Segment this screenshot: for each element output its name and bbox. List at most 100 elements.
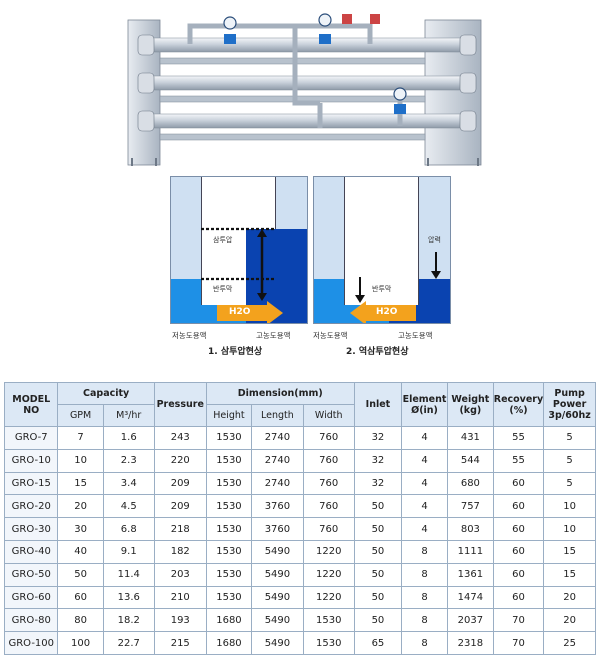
- cell-inlet: 50: [353, 494, 403, 519]
- cell-model: GRO-15: [3, 471, 59, 496]
- cell-width: 1220: [302, 539, 355, 564]
- cell-model: GRO-7: [3, 426, 59, 450]
- low-concentration-caption: 저농도용액: [172, 331, 207, 340]
- header-recovery: Recovery (%): [492, 382, 545, 427]
- header-element: Element Ø(in): [401, 382, 448, 427]
- pressure-label: 압력: [428, 236, 441, 244]
- high-concentration-solution: [419, 279, 450, 323]
- cell-recovery: 55: [492, 448, 545, 473]
- cell-m3hr: 11.4: [102, 562, 155, 587]
- cell-pump-power: 20: [543, 585, 596, 610]
- cell-model: GRO-10: [3, 448, 59, 473]
- cell-m3hr: 3.4: [102, 471, 155, 496]
- cell-element: 4: [401, 494, 448, 519]
- cell-pressure: 215: [153, 631, 207, 655]
- cell-element: 4: [401, 448, 448, 473]
- cell-pump-power: 5: [543, 471, 596, 496]
- cell-element: 4: [401, 517, 448, 541]
- osmosis-title: 1. 삼투압현상: [208, 347, 263, 357]
- cell-pressure: 218: [153, 517, 207, 541]
- cell-pressure: 203: [153, 562, 207, 587]
- osmotic-pressure-marker: [201, 227, 276, 301]
- header-capacity: Capacity: [57, 382, 155, 405]
- cell-pump-power: 10: [543, 494, 596, 519]
- cell-pump-power: 25: [543, 631, 596, 655]
- cell-gpm: 15: [57, 471, 104, 496]
- cell-gpm: 10: [57, 448, 104, 473]
- cell-element: 8: [401, 608, 448, 633]
- cell-m3hr: 18.2: [102, 608, 155, 633]
- header-pump-power: Pump Power 3p/60hz: [543, 382, 596, 427]
- cell-pressure: 210: [153, 585, 207, 610]
- header-pressure: Pressure: [153, 382, 207, 427]
- cell-recovery: 60: [492, 517, 545, 541]
- cell-inlet: 50: [353, 562, 403, 587]
- pressure-arrow-icon: [355, 252, 441, 303]
- cell-length: 2740: [251, 426, 304, 450]
- pressure-gauge-icon: [223, 13, 407, 114]
- cell-recovery: 60: [492, 585, 545, 610]
- cell-width: 760: [302, 448, 355, 473]
- header-width: Width: [302, 404, 355, 427]
- cell-inlet: 50: [353, 517, 403, 541]
- high-concentration-caption: 고농도용액: [256, 331, 291, 340]
- header-length: Length: [251, 404, 304, 427]
- cell-width: 760: [302, 471, 355, 496]
- cell-width: 1530: [302, 608, 355, 633]
- cell-inlet: 50: [353, 585, 403, 610]
- cell-width: 760: [302, 494, 355, 519]
- membrane-chamber: [344, 177, 419, 323]
- cell-pressure: 209: [153, 471, 207, 496]
- cell-inlet: 65: [353, 631, 403, 655]
- cell-element: 8: [401, 562, 448, 587]
- cell-weight: 2318: [447, 631, 494, 655]
- header-gpm: GPM: [57, 404, 104, 427]
- cell-element: 8: [401, 585, 448, 610]
- cell-model: GRO-30: [3, 517, 59, 541]
- header-inlet: Inlet: [353, 382, 403, 427]
- cell-weight: 2037: [447, 608, 494, 633]
- cell-element: 4: [401, 471, 448, 496]
- cell-height: 1530: [205, 426, 253, 450]
- cell-width: 1220: [302, 585, 355, 610]
- membrane-vessel: [144, 37, 476, 129]
- cell-pressure: 243: [153, 426, 207, 450]
- cell-recovery: 60: [492, 562, 545, 587]
- cell-length: 5490: [251, 631, 304, 655]
- cell-length: 2740: [251, 448, 304, 473]
- low-concentration-caption: 저농도용액: [313, 331, 348, 340]
- cell-m3hr: 2.3: [102, 448, 155, 473]
- cell-pump-power: 10: [543, 517, 596, 541]
- cell-pump-power: 15: [543, 539, 596, 564]
- cell-gpm: 80: [57, 608, 104, 633]
- cell-length: 5490: [251, 585, 304, 610]
- reverse-osmosis-title: 2. 역삼투압현상: [346, 347, 409, 357]
- cell-inlet: 32: [353, 471, 403, 496]
- cell-inlet: 50: [353, 608, 403, 633]
- cell-gpm: 20: [57, 494, 104, 519]
- cell-width: 1220: [302, 562, 355, 587]
- cell-inlet: 32: [353, 448, 403, 473]
- cell-length: 3760: [251, 494, 304, 519]
- cell-gpm: 60: [57, 585, 104, 610]
- cell-element: 4: [401, 426, 448, 450]
- cell-pump-power: 5: [543, 426, 596, 450]
- cell-pump-power: 5: [543, 448, 596, 473]
- cell-recovery: 60: [492, 494, 545, 519]
- cell-model: GRO-100: [3, 631, 59, 655]
- cell-height: 1680: [205, 631, 253, 655]
- cell-weight: 1474: [447, 585, 494, 610]
- cell-m3hr: 4.5: [102, 494, 155, 519]
- header-weight: Weight (kg): [447, 382, 494, 427]
- cell-weight: 757: [447, 494, 494, 519]
- cell-pressure: 209: [153, 494, 207, 519]
- cell-element: 8: [401, 539, 448, 564]
- cell-gpm: 7: [57, 426, 104, 450]
